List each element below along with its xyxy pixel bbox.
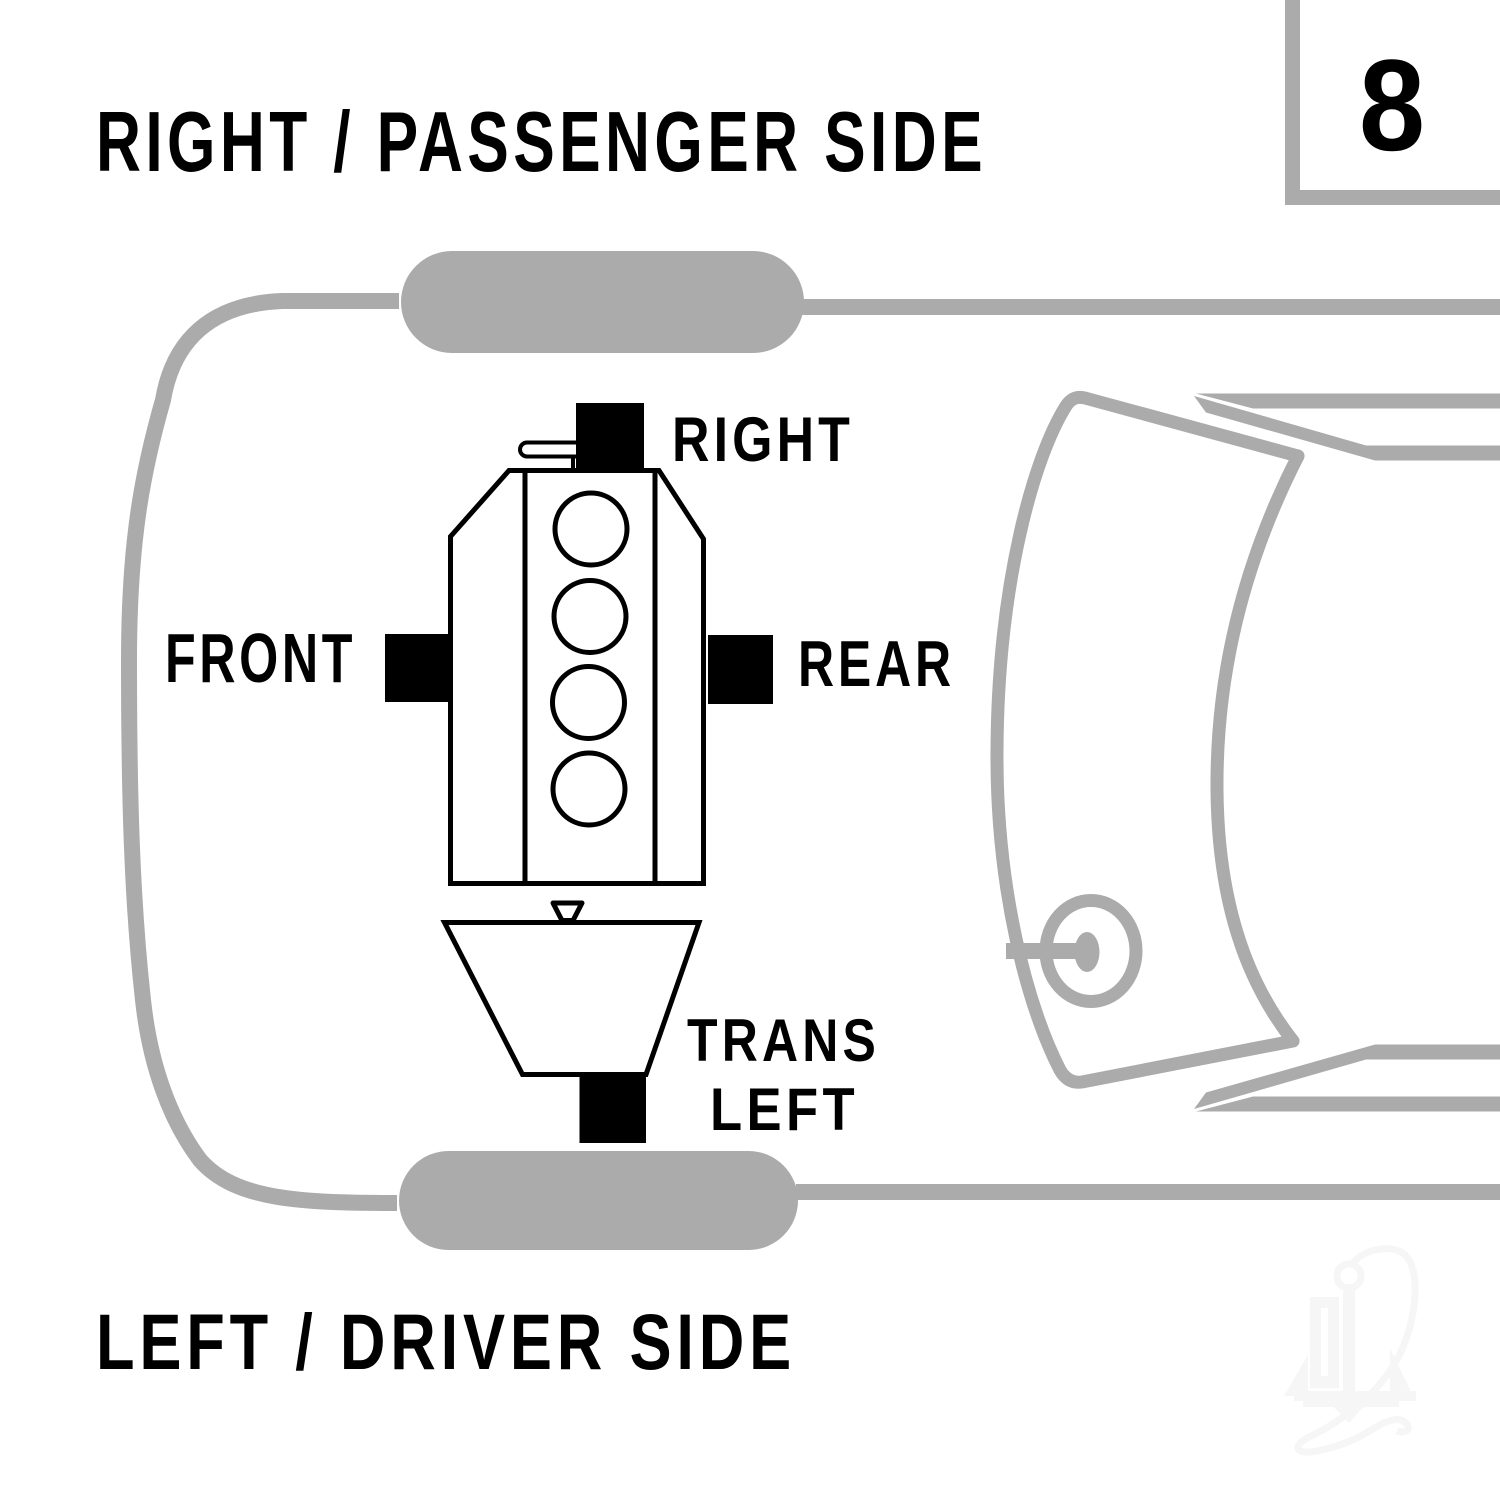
svg-text:LEFT / DRIVER SIDE: LEFT / DRIVER SIDE [96, 1297, 796, 1386]
svg-text:RIGHT: RIGHT [672, 405, 854, 475]
svg-text:REAR: REAR [798, 627, 955, 700]
svg-text:8: 8 [1359, 32, 1425, 178]
svg-text:FRONT: FRONT [165, 619, 356, 697]
svg-text:TRANS: TRANS [687, 1007, 880, 1074]
svg-text:RIGHT / PASSENGER SIDE: RIGHT / PASSENGER SIDE [96, 95, 987, 190]
svg-text:LEFT: LEFT [710, 1076, 859, 1143]
